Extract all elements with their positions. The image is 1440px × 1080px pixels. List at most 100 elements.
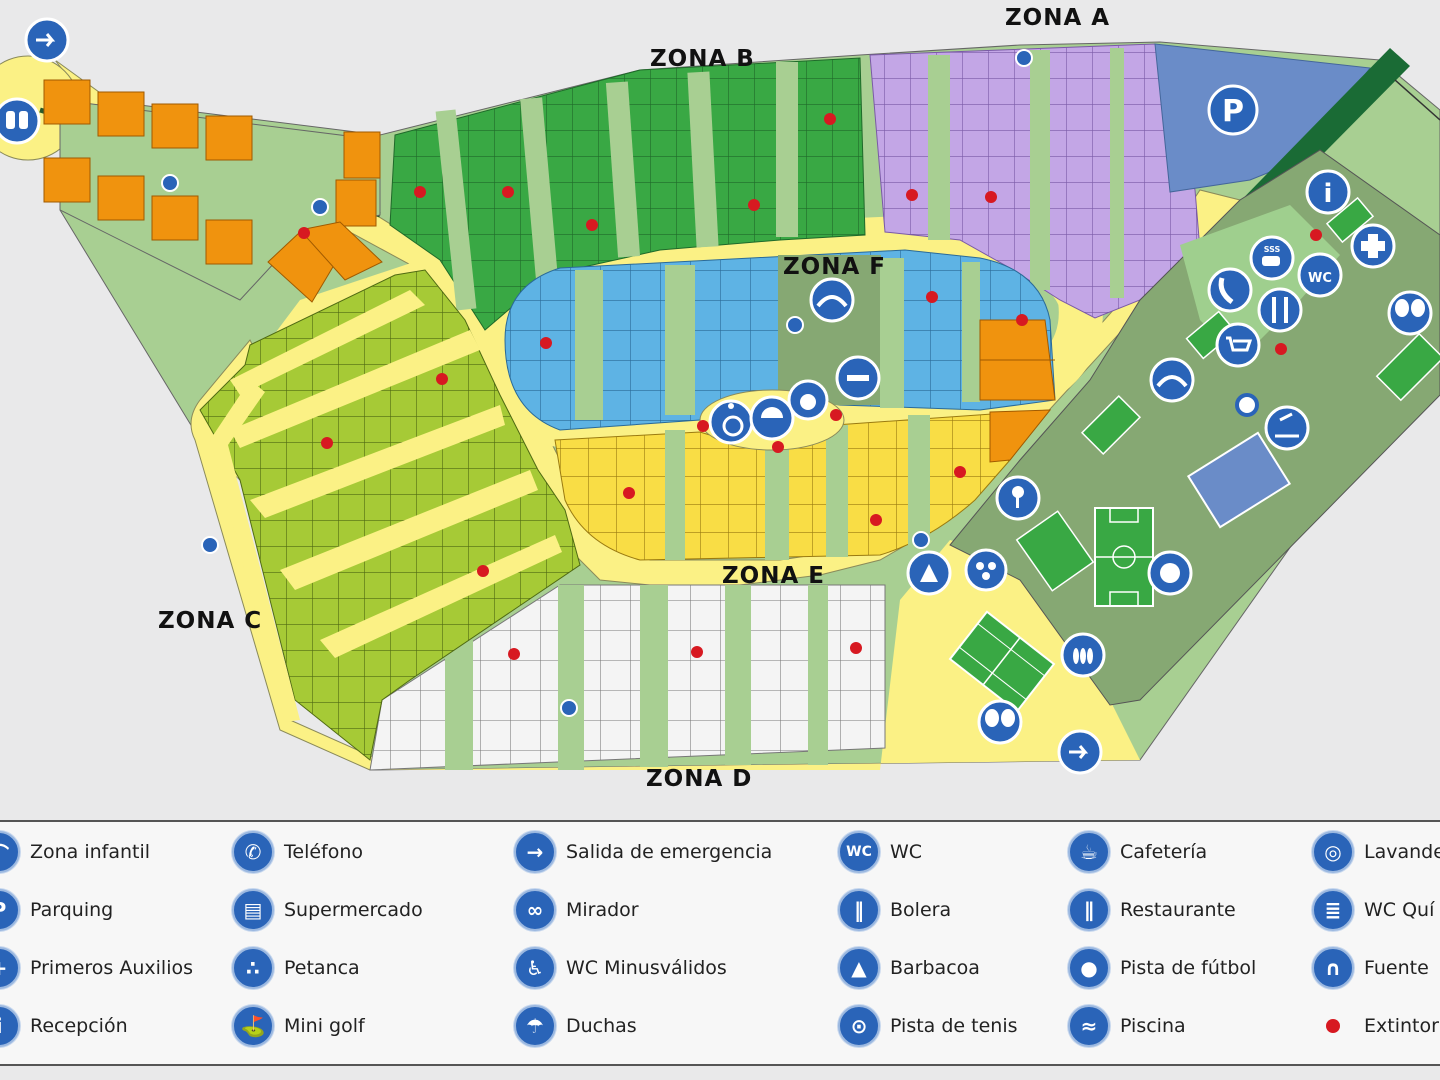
- tennis-icon-2[interactable]: [977, 699, 1023, 745]
- legend-item-extintor[interactable]: Extintor: [1312, 1004, 1439, 1048]
- legend-item-fuente[interactable]: ∩ Fuente: [1312, 946, 1429, 990]
- wc-icon[interactable]: WC: [1297, 252, 1343, 298]
- mini-golf-icon[interactable]: [995, 475, 1041, 521]
- info-icon[interactable]: i: [1305, 169, 1351, 215]
- legend-label: Mini golf: [284, 1015, 365, 1037]
- map-legend: ⌒ Zona infantil P Parquing + Primeros Au…: [0, 820, 1440, 1066]
- zona-c-plots: [199, 269, 581, 761]
- extinguisher-dot: [321, 437, 333, 449]
- zone-label-b: ZONA B: [650, 46, 755, 72]
- legend-item-duchas[interactable]: ☂ Duchas: [514, 1004, 637, 1048]
- bowling-icon[interactable]: [1060, 632, 1106, 678]
- laundry-icon: ◎: [1312, 831, 1354, 873]
- legend-item-piscina[interactable]: ≈ Piscina: [1068, 1004, 1186, 1048]
- coffee-icon[interactable]: SSS: [1249, 235, 1295, 281]
- legend-label: Petanca: [284, 957, 360, 979]
- emergency-exit-icon[interactable]: [24, 17, 70, 63]
- extinguisher-dot: [906, 189, 918, 201]
- legend-item-lavanderia[interactable]: ◎ Lavande: [1312, 830, 1440, 874]
- legend-item-mini-golf[interactable]: ⛳ Mini golf: [232, 1004, 365, 1048]
- extinguisher-dot: [830, 409, 842, 421]
- zona-b-plots: [389, 57, 866, 331]
- legend-label: Lavande: [1364, 841, 1440, 863]
- swing-icon[interactable]: [809, 277, 855, 323]
- legend-item-salida-emergencia[interactable]: → Salida de emergencia: [514, 830, 772, 874]
- petanque-icon[interactable]: [964, 548, 1008, 592]
- swing-icon-2[interactable]: [1149, 357, 1195, 403]
- phone-icon[interactable]: [1207, 267, 1253, 313]
- map-icons: P i SSS: [0, 17, 1433, 775]
- legend-item-barbacoa[interactable]: ▲ Barbacoa: [838, 946, 980, 990]
- extinguisher-dot: [1275, 343, 1287, 355]
- zone-label-a: ZONA A: [1005, 5, 1110, 31]
- chemical-wc-icon[interactable]: [835, 355, 881, 401]
- fountain-icon[interactable]: [912, 531, 930, 549]
- legend-item-wc[interactable]: WC WC: [838, 830, 922, 874]
- zone-label-e: ZONA E: [722, 563, 825, 589]
- legend-item-supermercado[interactable]: ▤ Supermercado: [232, 888, 423, 932]
- legend-item-mirador[interactable]: ∞ Mirador: [514, 888, 639, 932]
- pool-icon[interactable]: [1264, 405, 1310, 451]
- extinguisher-dot: [954, 466, 966, 478]
- zone-label-d: ZONA D: [646, 766, 752, 792]
- legend-item-petanca[interactable]: ∴ Petanca: [232, 946, 360, 990]
- legend-label: Parquing: [30, 899, 114, 921]
- legend-label: Zona infantil: [30, 841, 151, 863]
- legend-item-primeros-auxilios[interactable]: + Primeros Auxilios: [0, 946, 193, 990]
- first-aid-icon: +: [0, 947, 20, 989]
- legend-item-parquing[interactable]: P Parquing: [0, 888, 113, 932]
- tennis-icon[interactable]: [1387, 290, 1433, 336]
- restaurant-icon[interactable]: [1257, 287, 1303, 333]
- binoculars-icon: ∞: [514, 889, 556, 931]
- extinguisher-dot: [414, 186, 426, 198]
- campsite-map: ZONA A ZONA B ZONA C ZONA D ZONA E ZONA …: [0, 5, 1440, 792]
- legend-item-bolera[interactable]: ‖ Bolera: [838, 888, 951, 932]
- cart-icon[interactable]: [1215, 322, 1261, 368]
- petanque-icon: ∴: [232, 947, 274, 989]
- extinguisher-dot: [824, 113, 836, 125]
- wc-text: WC: [1308, 271, 1332, 286]
- info-letter: i: [1324, 179, 1333, 209]
- laundry-icon[interactable]: [787, 379, 829, 421]
- legend-item-pista-futbol[interactable]: ● Pista de fútbol: [1068, 946, 1256, 990]
- zone-label-c: ZONA C: [158, 608, 262, 634]
- bungalows: [43, 79, 383, 303]
- tennis-court: [948, 610, 1056, 713]
- legend-item-pista-tenis[interactable]: ⊙ Pista de tenis: [838, 1004, 1018, 1048]
- fountain-icon[interactable]: [1015, 49, 1033, 67]
- barbecue-icon[interactable]: [906, 550, 952, 596]
- fountain-icon[interactable]: [560, 699, 578, 717]
- binoculars-icon[interactable]: [0, 97, 41, 145]
- parking-icon[interactable]: P: [1207, 84, 1259, 136]
- extinguisher-dot: [1016, 314, 1028, 326]
- emergency-exit-icon-2[interactable]: [1057, 729, 1103, 775]
- legend-item-recepcion[interactable]: i Recepción: [0, 1004, 128, 1048]
- shower-icon[interactable]: [749, 395, 795, 441]
- extinguisher-dot: [850, 642, 862, 654]
- wheelchair-icon[interactable]: [708, 399, 754, 445]
- phone-icon: ✆: [232, 831, 274, 873]
- fountain-icon[interactable]: [201, 536, 219, 554]
- football-pitch: [1094, 507, 1154, 607]
- legend-item-cafeteria[interactable]: ☕ Cafetería: [1068, 830, 1207, 874]
- legend-label: WC Minusválidos: [566, 957, 727, 979]
- extinguisher-dot: [436, 373, 448, 385]
- legend-item-restaurante[interactable]: ∥ Restaurante: [1068, 888, 1236, 932]
- pool-icon: ≈: [1068, 1005, 1110, 1047]
- fountain-icon: ∩: [1312, 947, 1354, 989]
- legend-item-wc-quimico[interactable]: ≣ WC Quí: [1312, 888, 1434, 932]
- legend-item-zona-infantil[interactable]: ⌒ Zona infantil: [0, 830, 150, 874]
- extinguisher-dot-icon: [1326, 1019, 1340, 1033]
- extinguisher-dots: [298, 113, 1322, 660]
- fountain-icon[interactable]: [786, 316, 804, 334]
- legend-label: Pista de fútbol: [1120, 957, 1257, 979]
- legend-item-wc-minusvalidos[interactable]: ♿ WC Minusválidos: [514, 946, 727, 990]
- fountain-icon[interactable]: [311, 198, 329, 216]
- zone-label-f: ZONA F: [783, 254, 886, 280]
- extinguisher-dot: [870, 514, 882, 526]
- football-icon[interactable]: [1147, 550, 1193, 596]
- barbecue-icon: ▲: [838, 947, 880, 989]
- first-aid-icon[interactable]: [1350, 223, 1396, 269]
- fountain-icon[interactable]: [161, 174, 179, 192]
- legend-item-telefono[interactable]: ✆ Teléfono: [232, 830, 363, 874]
